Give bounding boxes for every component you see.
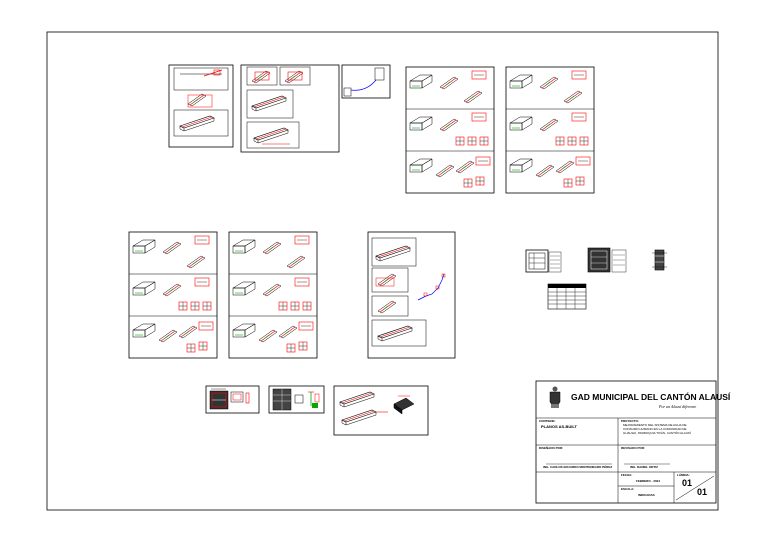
institution-title: GAD MUNICIPAL DEL CANTÓN ALAUSÍ <box>571 392 731 402</box>
detail-sheet-3 <box>367 231 456 359</box>
reviewed-label: REVISADO POR: <box>621 446 646 450</box>
project-line-3: GUALSHI, PARROQUIA TIXÁN, CANTÓN ALAUSÍ <box>623 431 691 435</box>
detail-sheet-1 <box>168 64 234 148</box>
sheet-border <box>46 31 719 511</box>
sheet-label: LÁMINA: <box>677 473 690 477</box>
detail-sheet-6 <box>333 385 429 436</box>
institution-motto: Por un Alausí diferente <box>659 404 697 409</box>
scale-value: INDICADAS <box>638 493 655 497</box>
municipal-emblem-icon <box>549 386 561 408</box>
small-plan-3 <box>652 249 667 271</box>
detail-sheet-4 <box>205 385 260 414</box>
contains-label: CONTIENE: <box>539 419 556 423</box>
project-label: PROYECTO: <box>621 419 639 423</box>
small-table <box>547 283 587 310</box>
scale-label: ESCALA: <box>621 487 635 491</box>
sheet-total: 01 <box>697 487 708 497</box>
sheet-number: 01 <box>682 478 693 488</box>
date-label: FECHA: <box>621 473 633 477</box>
project-line-2: CONSUMO HUMANO EN LA COMUNIDAD DE <box>623 427 687 431</box>
project-line-1: MEJORAMIENTO DEL SISTEMA DE AGUA DE <box>623 423 687 427</box>
reviewed-value: ING. DANIEL ORTIZ <box>630 465 658 469</box>
small-plan-2 <box>587 247 627 273</box>
detail-sheet-2 <box>240 64 340 153</box>
small-plan-1 <box>525 249 562 273</box>
pipe-profile-1 <box>341 64 391 99</box>
title-block <box>535 380 717 504</box>
detail-sheet-5 <box>268 385 325 414</box>
detail-grid-3 <box>129 232 217 358</box>
detail-grid-4 <box>229 232 317 358</box>
detail-grid-1 <box>406 67 494 193</box>
designed-label: DISEÑADO POR: <box>539 446 564 450</box>
detail-grid-2 <box>506 67 594 193</box>
designed-value: ING. CARLOS EDUARDO MONTENEGRO PÉREZ <box>543 465 613 469</box>
contains-value: PLANOS AS-BUILT <box>541 424 577 429</box>
date-value: FEBRERO - 2024 <box>636 479 661 483</box>
